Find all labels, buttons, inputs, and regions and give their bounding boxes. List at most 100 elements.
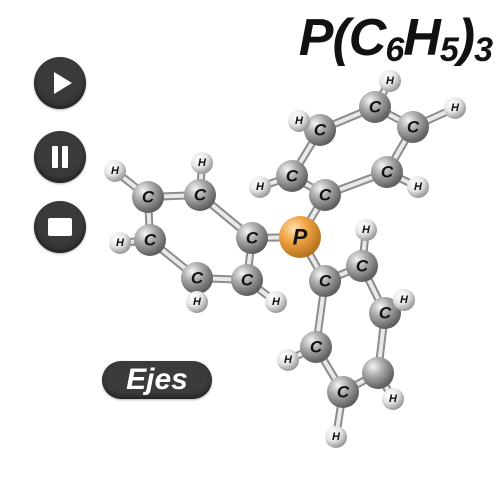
- atom-label: C: [356, 257, 369, 276]
- carbon-atom: C: [276, 160, 308, 192]
- play-button[interactable]: [34, 57, 86, 109]
- atom-label: H: [111, 165, 120, 177]
- hydrogen-atom: H: [444, 97, 466, 119]
- atom-sphere: [288, 110, 310, 132]
- play-icon: [54, 72, 72, 94]
- formula-subscript: 6: [385, 31, 404, 69]
- hydrogen-atom: H: [379, 70, 401, 92]
- atom-label: H: [451, 102, 460, 114]
- carbon-atom: C: [346, 250, 378, 282]
- atom-sphere: [379, 70, 401, 92]
- stop-button[interactable]: [34, 201, 86, 253]
- hydrogen-atom: H: [265, 291, 287, 313]
- hydrogen-atom: H: [109, 232, 131, 254]
- atom-sphere: [132, 181, 164, 213]
- atom-label: C: [144, 231, 157, 250]
- hydrogen-atom: H: [104, 160, 126, 182]
- atom-sphere: [362, 357, 394, 389]
- atom-sphere: [231, 264, 263, 296]
- atom-label: H: [414, 181, 423, 193]
- pause-button[interactable]: [34, 131, 86, 183]
- atom-label: H: [295, 115, 304, 127]
- atom-label: C: [381, 163, 394, 182]
- formula-part: ): [457, 9, 475, 67]
- atom-label: H: [198, 157, 207, 169]
- carbon-atom: C: [300, 331, 332, 363]
- atom-label: C: [319, 186, 332, 205]
- hydrogen-atom: H: [407, 176, 429, 198]
- carbon-atom: C: [327, 376, 359, 408]
- pause-icon: [52, 146, 68, 168]
- carbon-atom: C: [359, 91, 391, 123]
- atom-sphere: [249, 176, 271, 198]
- atom-sphere: [279, 216, 321, 258]
- atom-sphere: [393, 289, 415, 311]
- atom-label: H: [193, 296, 202, 308]
- atom-sphere: [265, 291, 287, 313]
- atom-sphere: [109, 232, 131, 254]
- hydrogen-atom: H: [355, 219, 377, 241]
- atom-label: H: [386, 75, 395, 87]
- atom-label: C: [241, 271, 254, 290]
- atom-label: C: [407, 118, 420, 137]
- axes-toggle-button[interactable]: Ejes: [102, 361, 212, 399]
- hydrogen-atom: H: [186, 291, 208, 313]
- atom-sphere: [304, 114, 336, 146]
- carbon-atom: C: [309, 179, 341, 211]
- atom-sphere: [134, 224, 166, 256]
- atom-label: H: [400, 294, 409, 306]
- formula-part: P(C: [298, 9, 387, 67]
- atom-sphere: [186, 291, 208, 313]
- atom-label: H: [272, 296, 281, 308]
- axes-button-label: Ejes: [126, 363, 188, 396]
- atom-label: H: [332, 431, 341, 443]
- atom-label: H: [362, 224, 371, 236]
- atom-sphere: [325, 426, 347, 448]
- atom-label: H: [389, 393, 398, 405]
- hydrogen-atom: H: [191, 152, 213, 174]
- atom-sphere: [309, 265, 341, 297]
- hydrogen-atom: H: [393, 289, 415, 311]
- atom-label: C: [142, 188, 155, 207]
- atom-label: C: [194, 186, 207, 205]
- atom-sphere: [397, 111, 429, 143]
- carbon-atom: C: [304, 114, 336, 146]
- atom-label: C: [191, 269, 204, 288]
- atom-label: C: [337, 383, 350, 402]
- atom-sphere: [382, 388, 404, 410]
- phosphorus-atom: P: [279, 216, 321, 258]
- formula-subscript: 3: [474, 31, 493, 69]
- atom-label: C: [369, 98, 382, 117]
- carbon-atom: C: [309, 265, 341, 297]
- atom-sphere: [407, 176, 429, 198]
- atom-sphere: [191, 152, 213, 174]
- atom-sphere: [300, 331, 332, 363]
- atom-sphere: [444, 97, 466, 119]
- atom-label: H: [256, 181, 265, 193]
- atom-label: H: [116, 237, 125, 249]
- atom-label: H: [284, 354, 293, 366]
- carbon-atom: C: [132, 181, 164, 213]
- atom-label: C: [246, 229, 259, 248]
- hydrogen-atom: H: [277, 349, 299, 371]
- formula-subscript: 5: [439, 31, 459, 69]
- carbon-atom: C: [231, 264, 263, 296]
- atom-sphere: [369, 297, 401, 329]
- carbon-atom: C: [397, 111, 429, 143]
- atom-sphere: [346, 250, 378, 282]
- atom-sphere: [355, 219, 377, 241]
- carbon-atom: C: [236, 222, 268, 254]
- atom-sphere: [359, 91, 391, 123]
- atom-sphere: [184, 179, 216, 211]
- atom-sphere: [104, 160, 126, 182]
- atom-sphere: [309, 179, 341, 211]
- stop-icon: [48, 218, 72, 236]
- atom-sphere: [276, 160, 308, 192]
- hydrogen-atom: H: [382, 388, 404, 410]
- carbon-atom: C: [369, 297, 401, 329]
- atom-label: C: [310, 338, 323, 357]
- carbon-atom: C: [134, 224, 166, 256]
- atom-sphere: [236, 222, 268, 254]
- formula-title: P(C6H5)3: [298, 8, 493, 80]
